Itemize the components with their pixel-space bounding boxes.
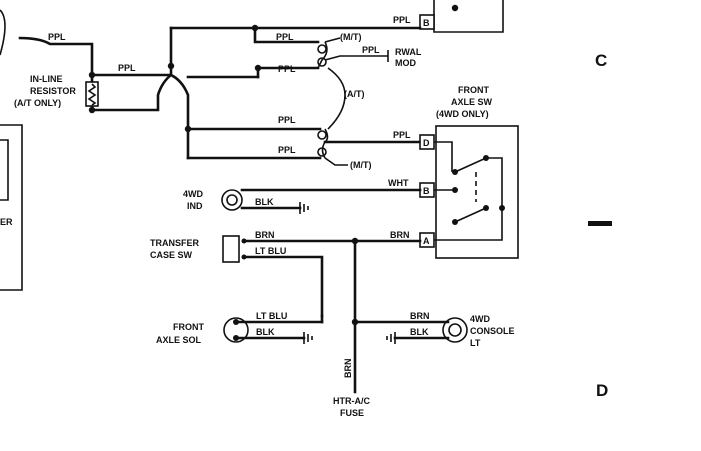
transfer-case-switch: TRANSFER CASE SW: [150, 235, 422, 318]
svg-text:BRN: BRN: [343, 359, 353, 379]
svg-text:(A/T): (A/T): [344, 89, 365, 99]
svg-text:PPL: PPL: [393, 130, 411, 140]
svg-text:AXLE SW: AXLE SW: [451, 97, 493, 107]
svg-text:PPL: PPL: [276, 32, 294, 42]
console-lt: 4WD CONSOLE LT: [442, 314, 515, 348]
svg-text:BRN: BRN: [410, 311, 430, 321]
svg-text:PPL: PPL: [118, 63, 136, 73]
svg-text:BRN: BRN: [390, 230, 410, 240]
grid-label-c: C: [595, 51, 607, 70]
svg-text:PPL: PPL: [362, 45, 380, 55]
grid-dash: [588, 221, 612, 226]
svg-text:IN-LINE: IN-LINE: [30, 74, 63, 84]
svg-text:PPL: PPL: [48, 32, 66, 42]
brn-trunk: HTR-A/C FUSE: [333, 239, 450, 418]
svg-text:FUSE: FUSE: [340, 408, 364, 418]
svg-text:TRANSFER: TRANSFER: [150, 238, 199, 248]
svg-text:PPL: PPL: [278, 64, 296, 74]
svg-text:BLK: BLK: [255, 197, 274, 207]
wire-labels: PPL PPL PPL PPL (M/T) PPL PPL (A/T) PPL …: [48, 15, 430, 378]
svg-text:FRONT: FRONT: [458, 85, 489, 95]
front-axle-switch: D B A FRONT AXLE SW (4WD ONLY): [419, 85, 519, 259]
svg-text:BLK: BLK: [256, 327, 275, 337]
svg-text:CASE SW: CASE SW: [150, 250, 193, 260]
wire-crossovers: [317, 44, 327, 157]
svg-text:BRN: BRN: [255, 230, 275, 240]
svg-text:BLK: BLK: [410, 327, 429, 337]
svg-text:(M/T): (M/T): [350, 160, 372, 170]
terminal-a: A: [423, 236, 430, 246]
left-edge-label: ER: [0, 217, 13, 227]
svg-text:(4WD ONLY): (4WD ONLY): [436, 109, 489, 119]
rwal-mod-label: RWAL MOD: [395, 47, 422, 68]
svg-text:(A/T ONLY): (A/T ONLY): [14, 98, 61, 108]
ind-4wd: 4WD IND: [183, 188, 422, 214]
svg-text:IND: IND: [187, 201, 203, 211]
svg-text:PPL: PPL: [278, 115, 296, 125]
terminal-b: B: [423, 186, 430, 196]
grid-label-d: D: [596, 381, 608, 400]
ppl-wiring: [18, 26, 422, 166]
left-edge-box: ER: [0, 124, 23, 291]
svg-text:FRONT: FRONT: [173, 322, 204, 332]
svg-text:PPL: PPL: [278, 145, 296, 155]
svg-text:4WD: 4WD: [183, 189, 204, 199]
svg-text:LT BLU: LT BLU: [256, 311, 287, 321]
terminal-b-top: B: [423, 18, 430, 28]
svg-text:CONSOLE: CONSOLE: [470, 326, 515, 336]
svg-text:WHT: WHT: [388, 178, 409, 188]
left-top-wire-stub: [0, 9, 6, 56]
front-axle-solenoid: FRONT AXLE SOL: [156, 314, 324, 345]
inline-resistor: IN-LINE RESISTOR (A/T ONLY): [14, 74, 99, 108]
svg-text:(M/T): (M/T): [340, 32, 362, 42]
terminal-d: D: [423, 138, 430, 148]
svg-text:LT BLU: LT BLU: [255, 246, 286, 256]
svg-text:RESISTOR: RESISTOR: [30, 86, 76, 96]
svg-text:RWAL: RWAL: [395, 47, 422, 57]
svg-text:HTR-A/C: HTR-A/C: [333, 396, 370, 406]
svg-text:LT: LT: [470, 338, 481, 348]
grid-markers: C D: [588, 51, 612, 400]
svg-text:PPL: PPL: [393, 15, 411, 25]
svg-text:4WD: 4WD: [470, 314, 491, 324]
top-connector-box: B: [419, 0, 504, 33]
svg-text:AXLE SOL: AXLE SOL: [156, 335, 202, 345]
svg-text:MOD: MOD: [395, 58, 416, 68]
